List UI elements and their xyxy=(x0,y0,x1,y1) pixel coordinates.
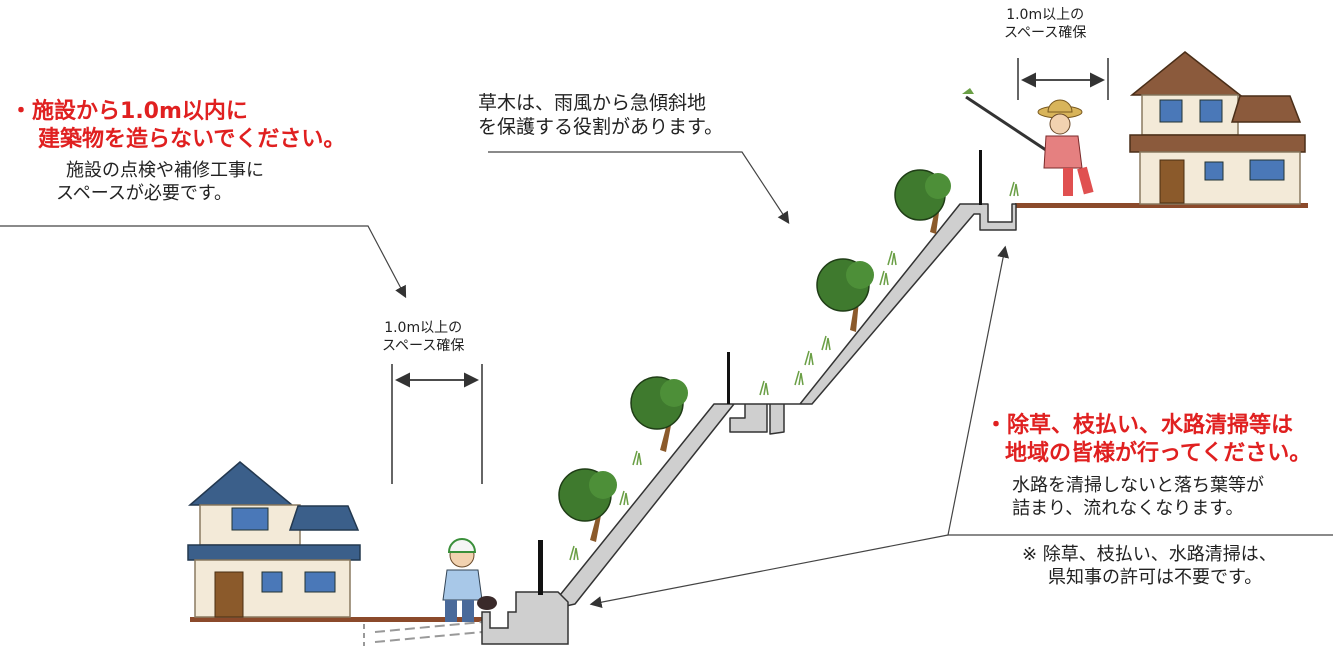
right-notice-red-line2: 地域の皆様が行ってください。 xyxy=(1005,440,1312,466)
right-notice-black-line1: 水路を清掃しないと落ち葉等が xyxy=(1012,475,1264,496)
trees xyxy=(558,169,951,542)
permit-note-line2: 県知事の許可は不要です。 xyxy=(1048,566,1263,588)
space-label-upper-line1: 1.0m以上の xyxy=(1006,7,1085,23)
dimension-marker-lower xyxy=(391,364,483,484)
house-upper xyxy=(1129,51,1306,205)
right-notice-red-line1: 除草、枝払い、水路清掃等は xyxy=(1007,413,1294,438)
ground-lower xyxy=(190,617,482,622)
left-notice-red-line1: 施設から1.0m以内に xyxy=(32,99,248,124)
tree-4 xyxy=(894,169,951,234)
underground-pipe-dash-2 xyxy=(374,631,483,643)
vegetation-note-line2: を保護する役割があります。 xyxy=(478,115,724,138)
dimension-marker-upper xyxy=(1017,58,1109,100)
left-notice-detail: 施設の点検や補修工事に スペースが必要です。 xyxy=(38,160,264,205)
tree-2 xyxy=(630,376,688,452)
ground-upper xyxy=(1015,203,1308,208)
leader-line-lower-drain xyxy=(589,534,949,609)
space-label-upper: 1.0m以上の スペース確保 xyxy=(1004,7,1086,42)
left-notice-black-line1: 施設の点検や補修工事に xyxy=(66,160,264,181)
left-notice-black-line2: スペースが必要です。 xyxy=(56,182,233,204)
permit-note: ※ 除草、枝払い、水路清掃は、 県知事の許可は不要です。 xyxy=(1022,544,1277,589)
fence-post-middle xyxy=(727,352,730,404)
right-notice-red: ・除草、枝払い、水路清掃等は 地域の皆様が行ってください。 xyxy=(985,412,1311,467)
space-label-lower-line1: 1.0m以上の xyxy=(384,320,463,336)
left-notice-red: ・施設から1.0m以内に 建築物を造らないでください。 xyxy=(10,98,345,153)
vegetation-note-line1: 草木は、雨風から急傾斜地 xyxy=(478,92,707,114)
left-notice-bullet: ・ xyxy=(10,99,33,124)
right-notice-black-line2: 詰まり、流れなくなります。 xyxy=(1012,497,1244,519)
left-notice-red-line2: 建築物を造らないでください。 xyxy=(38,126,346,152)
retaining-wall xyxy=(547,203,1017,611)
worker-lower xyxy=(442,538,497,622)
tree-3 xyxy=(816,258,874,332)
permit-note-line1: ※ 除草、枝払い、水路清掃は、 xyxy=(1022,544,1277,565)
worker-upper xyxy=(962,88,1094,196)
fence-post-upper xyxy=(979,150,982,205)
leader-line-left xyxy=(0,225,407,299)
space-label-lower: 1.0m以上の スペース確保 xyxy=(382,320,464,355)
grass-tufts xyxy=(569,181,1019,561)
house-lower xyxy=(187,461,361,618)
lower-drain-block xyxy=(481,591,569,645)
space-label-upper-line2: スペース確保 xyxy=(1004,24,1087,41)
underground-pipe-dash xyxy=(374,621,483,633)
fence-post-lower xyxy=(538,540,543,595)
tree-1 xyxy=(558,468,617,542)
leader-line-center xyxy=(488,151,790,225)
space-label-lower-line2: スペース確保 xyxy=(382,337,465,354)
right-notice-detail: 水路を清掃しないと落ち葉等が 詰まり、流れなくなります。 xyxy=(1012,475,1264,520)
vegetation-note: 草木は、雨風から急傾斜地 を保護する役割があります。 xyxy=(478,92,723,140)
right-notice-bullet: ・ xyxy=(985,413,1008,438)
